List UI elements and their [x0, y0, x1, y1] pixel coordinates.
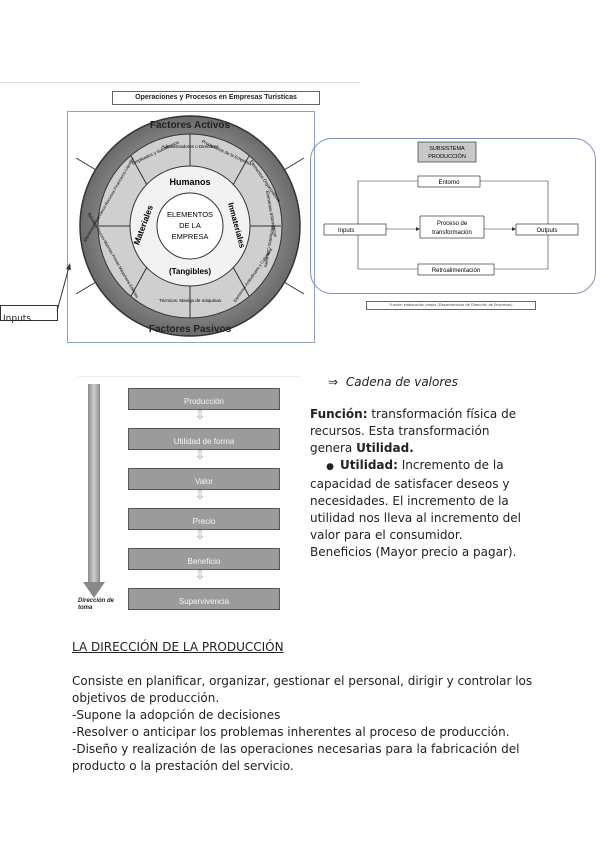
utilidad-item: ● Utilidad: Incremento de la capacidad de… [310, 457, 524, 544]
subsystem-frame [310, 138, 596, 294]
wheel-tangibles: (Tangibles) [169, 267, 211, 276]
wheel-center-3: EMPRESA [172, 232, 209, 241]
step-label: Utilidad de forma [173, 437, 235, 446]
step-label: Beneficio [187, 557, 221, 566]
subsystem-diagram: SUBSISTEMA PRODUCCIÓN Entorno Inputs Pro… [323, 141, 579, 276]
step-utilidad: Utilidad de forma [128, 428, 280, 450]
funcion-label: Función: [310, 407, 368, 421]
step-label: Precio [192, 517, 216, 526]
wheel-ring-top: Factores Activos [150, 120, 231, 131]
funcion-paragraph: Función: transformación física de recurs… [310, 406, 524, 561]
step-label: Supervivencia [178, 597, 230, 606]
implies-icon: ⇒ [328, 375, 339, 389]
section-line4: -Diseño y realización de las operaciones… [72, 742, 520, 773]
section-para1: Consiste en planificar, organizar, gesti… [72, 674, 533, 705]
wheel-ring-bottom: Factores Pasivos [149, 324, 232, 335]
section-line2: -Supone la adopción de decisiones [72, 708, 281, 722]
proceso-line2: transformación [432, 230, 472, 236]
wheel-diagram: ELEMENTOS DE LA EMPRESA Humanos (Tangibl… [75, 115, 305, 337]
beneficios-line: Beneficios (Mayor precio a pagar). [310, 545, 517, 559]
section-line3: -Resolver o anticipar los problemas inhe… [72, 725, 510, 739]
wheel-center-1: ELEMENTOS [167, 210, 213, 219]
down-arrow-icon: ⇩ [195, 448, 206, 462]
down-arrow-icon: ⇩ [195, 408, 206, 422]
subsystem-outputs: Outputs [536, 228, 557, 234]
step-precio: Precio [128, 508, 280, 530]
subsystem-source: Fuente: elaboración propia (Departamento… [366, 301, 536, 310]
value-chain-rule [78, 376, 300, 377]
figure-rule [0, 82, 360, 83]
step-production: Producción [128, 388, 280, 410]
cadena-line: ⇒ Cadena de valores [328, 374, 458, 391]
top-figure: Operaciones y Procesos en Empresas Turís… [0, 78, 600, 348]
subsystem-title-2: PRODUCCIÓN [428, 153, 466, 160]
wheel-humanos: Humanos [169, 177, 210, 187]
inputs-arrow [56, 263, 71, 312]
inputs-box: Inputs [0, 305, 58, 324]
step-label: Valor [194, 477, 214, 486]
wheel-center-2: DE LA [179, 221, 201, 230]
proceso-line1: Proceso de [437, 221, 468, 227]
entorno-label: Entorno [438, 180, 460, 186]
value-chain: Dirección de toma Producción ⇩ Utilidad … [78, 376, 302, 611]
segment-tecnicos: Técnicos: Manejo de máquinas [159, 298, 222, 303]
bullet-icon: ● [326, 462, 334, 472]
direction-arrow [83, 384, 105, 598]
segment-admin: Administradores o Directivos [161, 144, 219, 149]
utilidad-text: Incremento de la capacidad de satisfacer… [310, 458, 522, 542]
figure-title: Operaciones y Procesos en Empresas Turís… [112, 91, 320, 105]
subsystem-inputs: Inputs [338, 228, 354, 234]
utilidad-bold: Utilidad. [356, 441, 414, 455]
utilidad-label: Utilidad: [340, 458, 398, 472]
cadena-label: Cadena de valores [345, 375, 458, 389]
retro-label: Retroalimentación [432, 268, 480, 274]
section-body: Consiste en planificar, organizar, gesti… [72, 673, 542, 775]
direction-label-1: Dirección de [78, 598, 115, 604]
down-arrow-icon: ⇩ [195, 528, 206, 542]
subsystem-title-1: SUBSISTEMA [429, 146, 465, 152]
step-valor: Valor [128, 468, 280, 490]
section-heading: LA DIRECCIÓN DE LA PRODUCCIÓN [72, 640, 284, 654]
direction-label-2: toma [78, 605, 93, 611]
step-beneficio: Beneficio [128, 548, 280, 570]
funcion-text: transformación física de recursos. Esta … [310, 407, 517, 455]
down-arrow-icon: ⇩ [195, 568, 206, 582]
step-label: Producción [183, 397, 225, 406]
wheel-frame [67, 111, 315, 343]
inputs-label: Inputs [3, 314, 31, 324]
down-arrow-icon: ⇩ [195, 488, 206, 502]
step-supervivencia: Supervivencia [128, 588, 280, 610]
